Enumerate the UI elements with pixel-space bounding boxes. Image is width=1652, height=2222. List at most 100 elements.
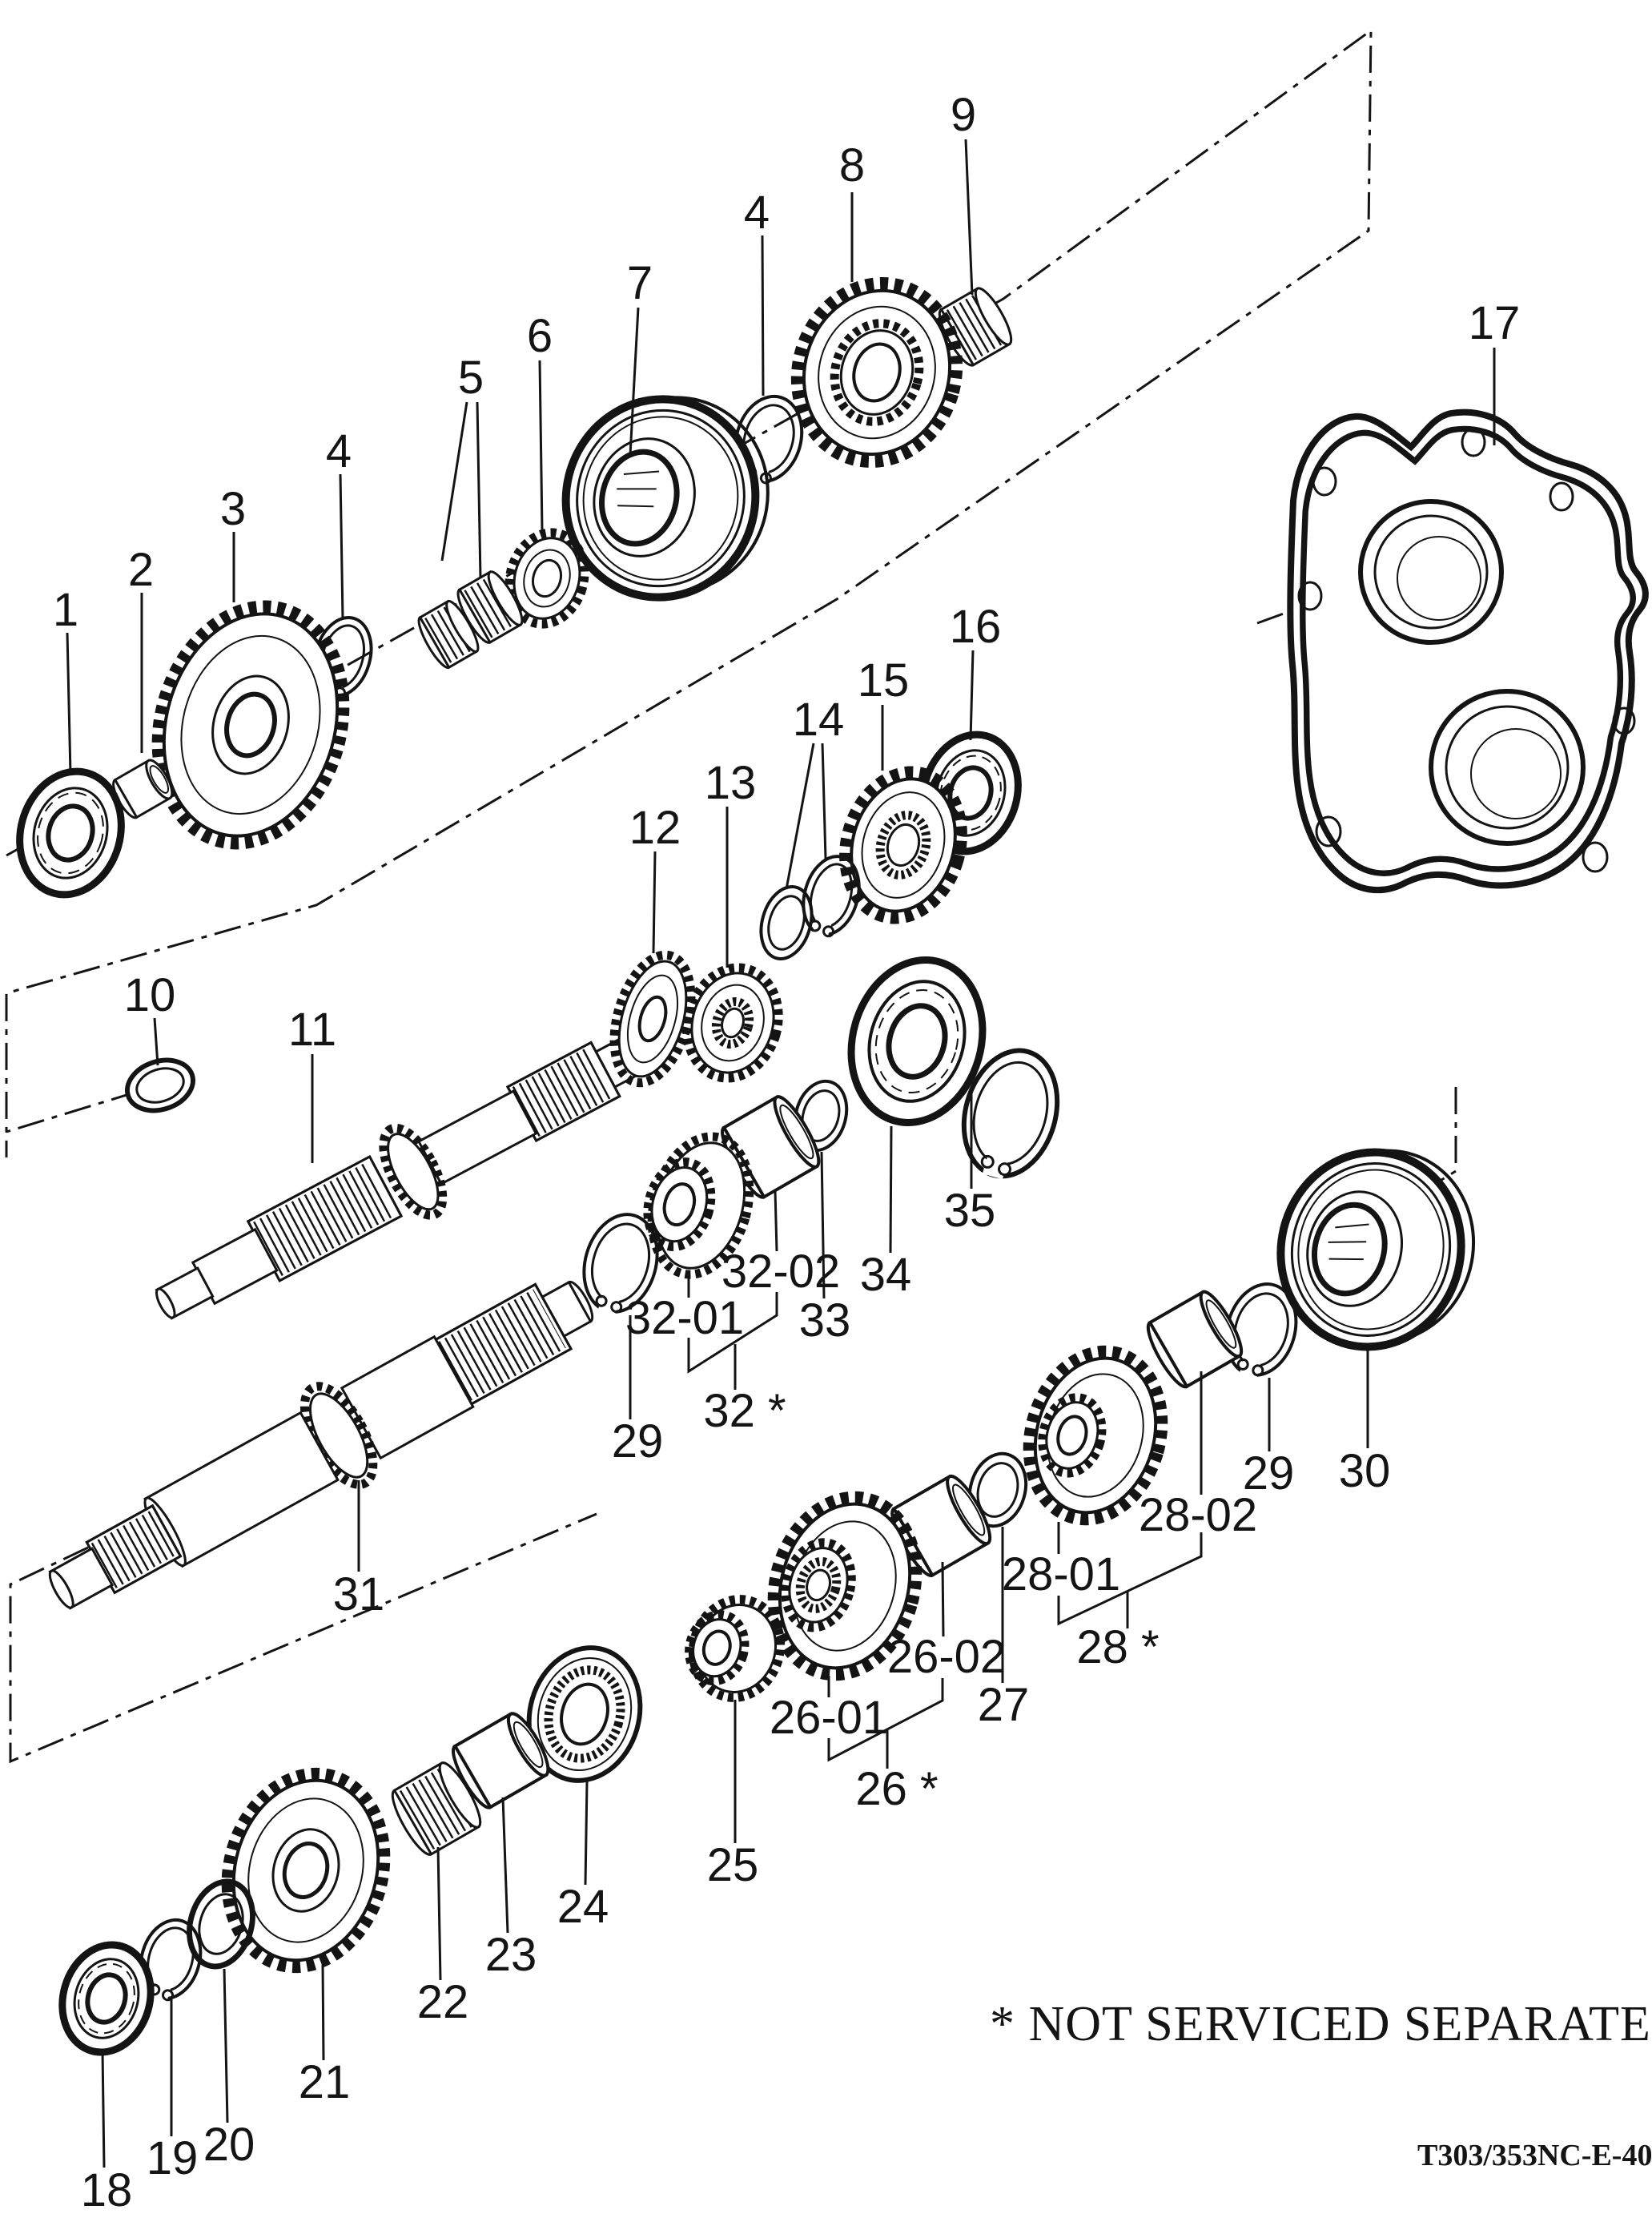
callout-17: 17	[1468, 297, 1521, 349]
part-washer-14a	[759, 885, 814, 960]
callout-4-top: 4	[743, 187, 770, 239]
callout-1: 1	[52, 584, 79, 636]
part-gear-21	[221, 1767, 391, 1974]
callout-2: 2	[127, 544, 155, 596]
part-bushing-23	[452, 1712, 550, 1809]
callout-29-left: 29	[611, 1415, 664, 1467]
callout-29-right: 29	[1242, 1447, 1295, 1499]
leader-lines	[66, 139, 1496, 2168]
leader-22	[436, 1846, 442, 1981]
callout-20: 20	[203, 2119, 255, 2171]
callout-15: 15	[857, 654, 910, 706]
leader-33	[820, 1151, 826, 1299]
callout-11: 11	[287, 1004, 337, 1056]
part-needle-bearing-5a	[417, 599, 480, 670]
leader-10	[153, 1017, 159, 1066]
part-gear-6	[504, 528, 589, 629]
leader-24	[584, 1781, 589, 1886]
callout-22: 22	[416, 1976, 469, 2028]
part-snap-ring-19	[139, 1918, 203, 2005]
callout-32-01: 32-01	[625, 1292, 745, 1344]
leader-21	[321, 1963, 325, 2061]
part-synchronizer-hub-24	[526, 1645, 643, 1783]
leader-1	[66, 632, 72, 775]
leader-20	[223, 1968, 229, 2123]
part-gear-15	[839, 766, 967, 924]
leader-9	[964, 139, 974, 296]
callout-28-02: 28-02	[1138, 1489, 1258, 1541]
callout-14: 14	[792, 694, 845, 746]
callout-7: 7	[626, 257, 653, 309]
callout-28-01: 28-01	[1001, 1548, 1121, 1600]
part-washer-20	[187, 1878, 255, 1970]
part-cover-plate	[1287, 409, 1649, 894]
part-synchronizer-drum-30	[1276, 1148, 1476, 1351]
leader-5	[440, 401, 468, 562]
callout-26-02: 26-02	[886, 1631, 1007, 1683]
callout-32-star: 32 *	[703, 1385, 786, 1437]
callout-9: 9	[950, 89, 977, 141]
part-needle-bearing-5b	[456, 570, 524, 644]
leader-34	[889, 1125, 893, 1254]
callout-26-star: 26 *	[855, 1763, 939, 1815]
leader-7	[629, 307, 640, 456]
callout-19: 19	[146, 2132, 199, 2184]
part-gear-3	[151, 600, 350, 850]
leader-12	[652, 851, 657, 954]
part-bearing-1	[16, 767, 125, 899]
part-snap-ring-14b	[802, 855, 861, 941]
callout-16: 16	[949, 601, 1002, 653]
part-gear-25	[685, 1595, 786, 1702]
leader-32-02	[774, 1189, 778, 1252]
callout-24: 24	[557, 1881, 609, 1933]
callout-35: 35	[943, 1185, 996, 1237]
part-seal-10	[124, 1057, 196, 1113]
part-bushing-26-02	[890, 1474, 992, 1578]
part-bearing-18	[58, 1941, 155, 2056]
leader-16	[969, 650, 975, 741]
part-bushing-28-02	[1146, 1290, 1244, 1389]
leader-4-top	[761, 235, 765, 396]
part-main-shaft-31	[48, 1280, 594, 1610]
callout-25: 25	[706, 1839, 759, 1891]
callout-34: 34	[859, 1249, 912, 1301]
callout-3: 3	[219, 483, 247, 535]
part-bearing-34	[847, 956, 987, 1126]
callout-27: 27	[977, 1679, 1030, 1731]
callout-28-star: 28 *	[1076, 1621, 1160, 1673]
part-gear-8	[790, 277, 963, 468]
callout-13: 13	[704, 757, 757, 809]
leader-5	[476, 401, 482, 579]
bracket-lines	[687, 1292, 1203, 1769]
callout-26-01: 26-01	[769, 1692, 889, 1744]
part-gear-12	[609, 950, 696, 1088]
part-snap-ring-29-left	[582, 1213, 659, 1317]
leader-14	[821, 743, 827, 859]
callout-30: 30	[1338, 1445, 1391, 1497]
callout-8: 8	[838, 139, 866, 191]
leader-18	[101, 2050, 106, 2168]
part-gear-26-01	[767, 1491, 922, 1681]
part-needle-bearing-22	[391, 1761, 482, 1856]
callout-6: 6	[526, 310, 553, 362]
callout-10: 10	[123, 969, 176, 1021]
part-gear-28-01	[1023, 1345, 1168, 1526]
callout-32-02: 32-02	[721, 1246, 841, 1298]
drawing-number: T303/353NC-E-405	[1417, 2139, 1652, 2172]
part-needle-bearing-9	[938, 287, 1013, 367]
callout-33: 33	[798, 1294, 851, 1346]
leader-14	[785, 743, 815, 890]
part-synchronizer-drum-7	[561, 395, 770, 602]
not-serviced-note: * NOT SERVICED SEPARATELY	[990, 1997, 1652, 2051]
leader-4-left	[339, 473, 344, 619]
callout-18: 18	[80, 2164, 133, 2216]
part-gear-32-01	[643, 1132, 754, 1279]
leader-23	[501, 1797, 509, 1934]
part-bushing-2	[112, 759, 174, 819]
callout-21: 21	[298, 2056, 351, 2108]
callout-12: 12	[629, 802, 681, 854]
part-snap-ring-35	[961, 1048, 1060, 1180]
callout-23: 23	[484, 1929, 537, 1981]
